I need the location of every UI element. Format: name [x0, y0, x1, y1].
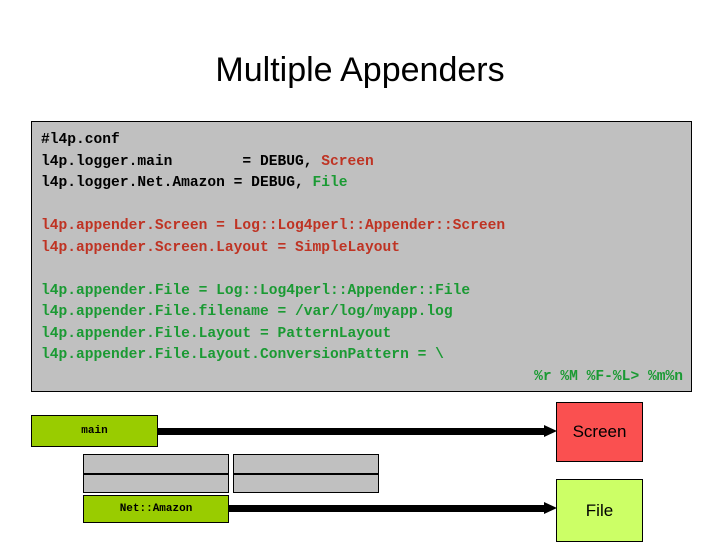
code-line: l4p.logger.Net.Amazon = DEBUG, File [41, 173, 691, 195]
arrow-net-amazon-to-file [229, 502, 557, 514]
appender-routing-diagram: main Net::Amazon Screen File [0, 398, 720, 542]
logger-node-main-label: main [81, 425, 108, 437]
code-token: %r %M %F-%L> %m%n [534, 368, 683, 385]
appender-node-file-label: File [585, 500, 614, 520]
box-divider [234, 472, 378, 475]
code-token: l4p.appender.Screen = Log::Log4perl::App… [41, 218, 506, 234]
arrow-shaft [158, 428, 544, 435]
arrow-head [544, 502, 557, 514]
code-blank-line [41, 195, 691, 217]
arrow-head [544, 425, 557, 437]
code-line: #l4p.conf [41, 130, 691, 152]
code-line: l4p.appender.File.Layout = PatternLayout [41, 324, 691, 346]
code-token: #l4p.conf [41, 132, 120, 148]
logger-node-main[interactable]: main [31, 415, 158, 447]
code-token: File [312, 175, 348, 191]
appender-node-screen[interactable]: Screen [556, 402, 643, 462]
appender-node-file[interactable]: File [556, 479, 643, 542]
code-token: l4p.logger.Net.Amazon = DEBUG, [41, 175, 313, 191]
arrow-shaft [229, 505, 544, 512]
code-token: l4p.appender.Screen.Layout = SimpleLayou… [41, 239, 401, 256]
code-line: l4p.appender.File.Layout.ConversionPatte… [41, 345, 691, 367]
code-blank-line [41, 259, 691, 281]
code-token: l4p.appender.File.Layout.ConversionPatte… [41, 347, 444, 363]
logger-node-net-amazon-label: Net::Amazon [119, 503, 193, 515]
code-line: %r %M %F-%L> %m%n [41, 367, 691, 389]
code-token: l4p.appender.File = Log::Log4perl::Appen… [41, 282, 471, 299]
code-token: l4p.appender.File.Layout = PatternLayout [41, 325, 392, 342]
code-line: l4p.appender.File = Log::Log4perl::Appen… [41, 281, 691, 303]
arrow-main-to-screen [158, 425, 557, 437]
code-line: l4p.appender.Screen = Log::Log4perl::App… [41, 216, 691, 238]
code-line: l4p.logger.main = DEBUG, Screen [41, 152, 691, 174]
config-code-block: #l4p.conf l4p.logger.main = DEBUG, Screen… [31, 121, 692, 392]
box-divider [84, 472, 228, 475]
intermediate-logger-box-2 [233, 454, 379, 493]
code-line: l4p.appender.Screen.Layout = SimpleLayou… [41, 238, 691, 260]
code-token: l4p.appender.File.filename = /var/log/my… [41, 304, 453, 320]
code-token: l4p.logger.main = DEBUG, [41, 153, 322, 170]
appender-node-screen-label: Screen [572, 422, 627, 441]
intermediate-logger-box-1 [83, 454, 229, 493]
page-title: Multiple Appenders [215, 51, 505, 89]
code-token: Screen [321, 153, 374, 170]
code-line: l4p.appender.File.filename = /var/log/my… [41, 302, 691, 324]
logger-node-net-amazon[interactable]: Net::Amazon [83, 495, 229, 523]
